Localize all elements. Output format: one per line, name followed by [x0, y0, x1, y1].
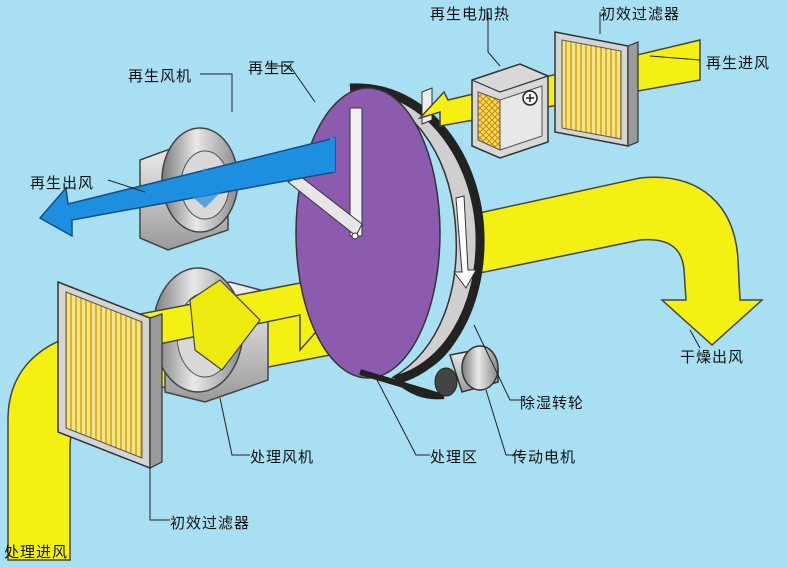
- label-process-prefilter: 初效过滤器: [170, 514, 251, 532]
- plus-circle-icon: [522, 90, 538, 106]
- label-desiccant-wheel: 除湿转轮: [520, 394, 585, 412]
- regen-outlet-airflow: [38, 137, 336, 238]
- label-regen-fan: 再生风机: [128, 67, 193, 85]
- regen-prefilter: [554, 31, 639, 147]
- leader-lines: [107, 12, 701, 521]
- dry-outlet-airflow: [469, 176, 764, 347]
- label-regen-outlet: 再生出风: [30, 174, 95, 192]
- rotation-arrow: [453, 195, 477, 289]
- process-prefilter: [57, 280, 163, 470]
- label-drive-motor: 传动电机: [512, 448, 577, 466]
- label-process-fan: 处理风机: [250, 448, 315, 466]
- label-process-zone: 处理区: [430, 448, 479, 466]
- drive-motor: [359, 345, 499, 400]
- label-regen-heater: 再生电加热: [430, 5, 511, 23]
- label-dry-outlet: 干燥出风: [680, 348, 745, 366]
- label-process-intake: 处理进风: [4, 543, 69, 561]
- regen-heater: [471, 63, 549, 159]
- label-regen-prefilter: 初效过滤器: [600, 5, 681, 23]
- desiccant-wheel: [287, 83, 485, 385]
- label-regen-zone: 再生区: [248, 59, 297, 77]
- label-regen-intake: 再生进风: [706, 54, 771, 72]
